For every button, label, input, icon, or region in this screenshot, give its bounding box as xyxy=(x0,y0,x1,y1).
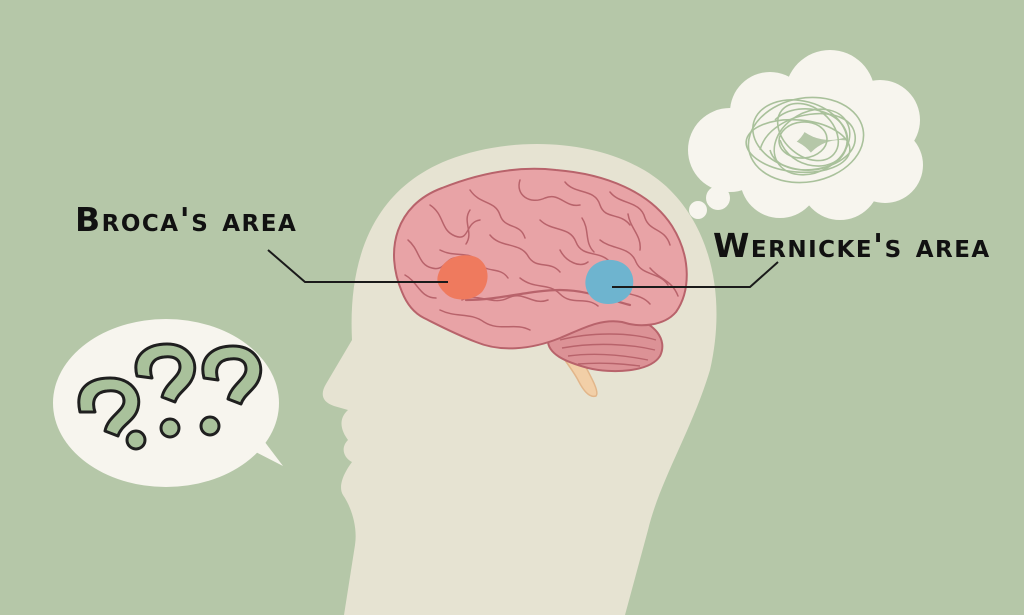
wernicke-area-label: Wernicke's area xyxy=(713,226,991,265)
broca-area-label: Broca's area xyxy=(75,200,298,239)
broca-leader-line xyxy=(267,249,448,283)
question-mark-icon xyxy=(134,342,197,439)
question-mark-icon xyxy=(77,376,147,451)
scribble-icon xyxy=(745,96,865,184)
question-mark-icons xyxy=(77,342,263,451)
wernicke-area-highlight xyxy=(585,259,634,304)
broca-area-highlight xyxy=(437,255,488,300)
wernicke-leader-line xyxy=(612,261,779,288)
question-mark-icon xyxy=(199,344,263,437)
thought-bubble xyxy=(688,50,923,220)
brain xyxy=(393,167,688,398)
